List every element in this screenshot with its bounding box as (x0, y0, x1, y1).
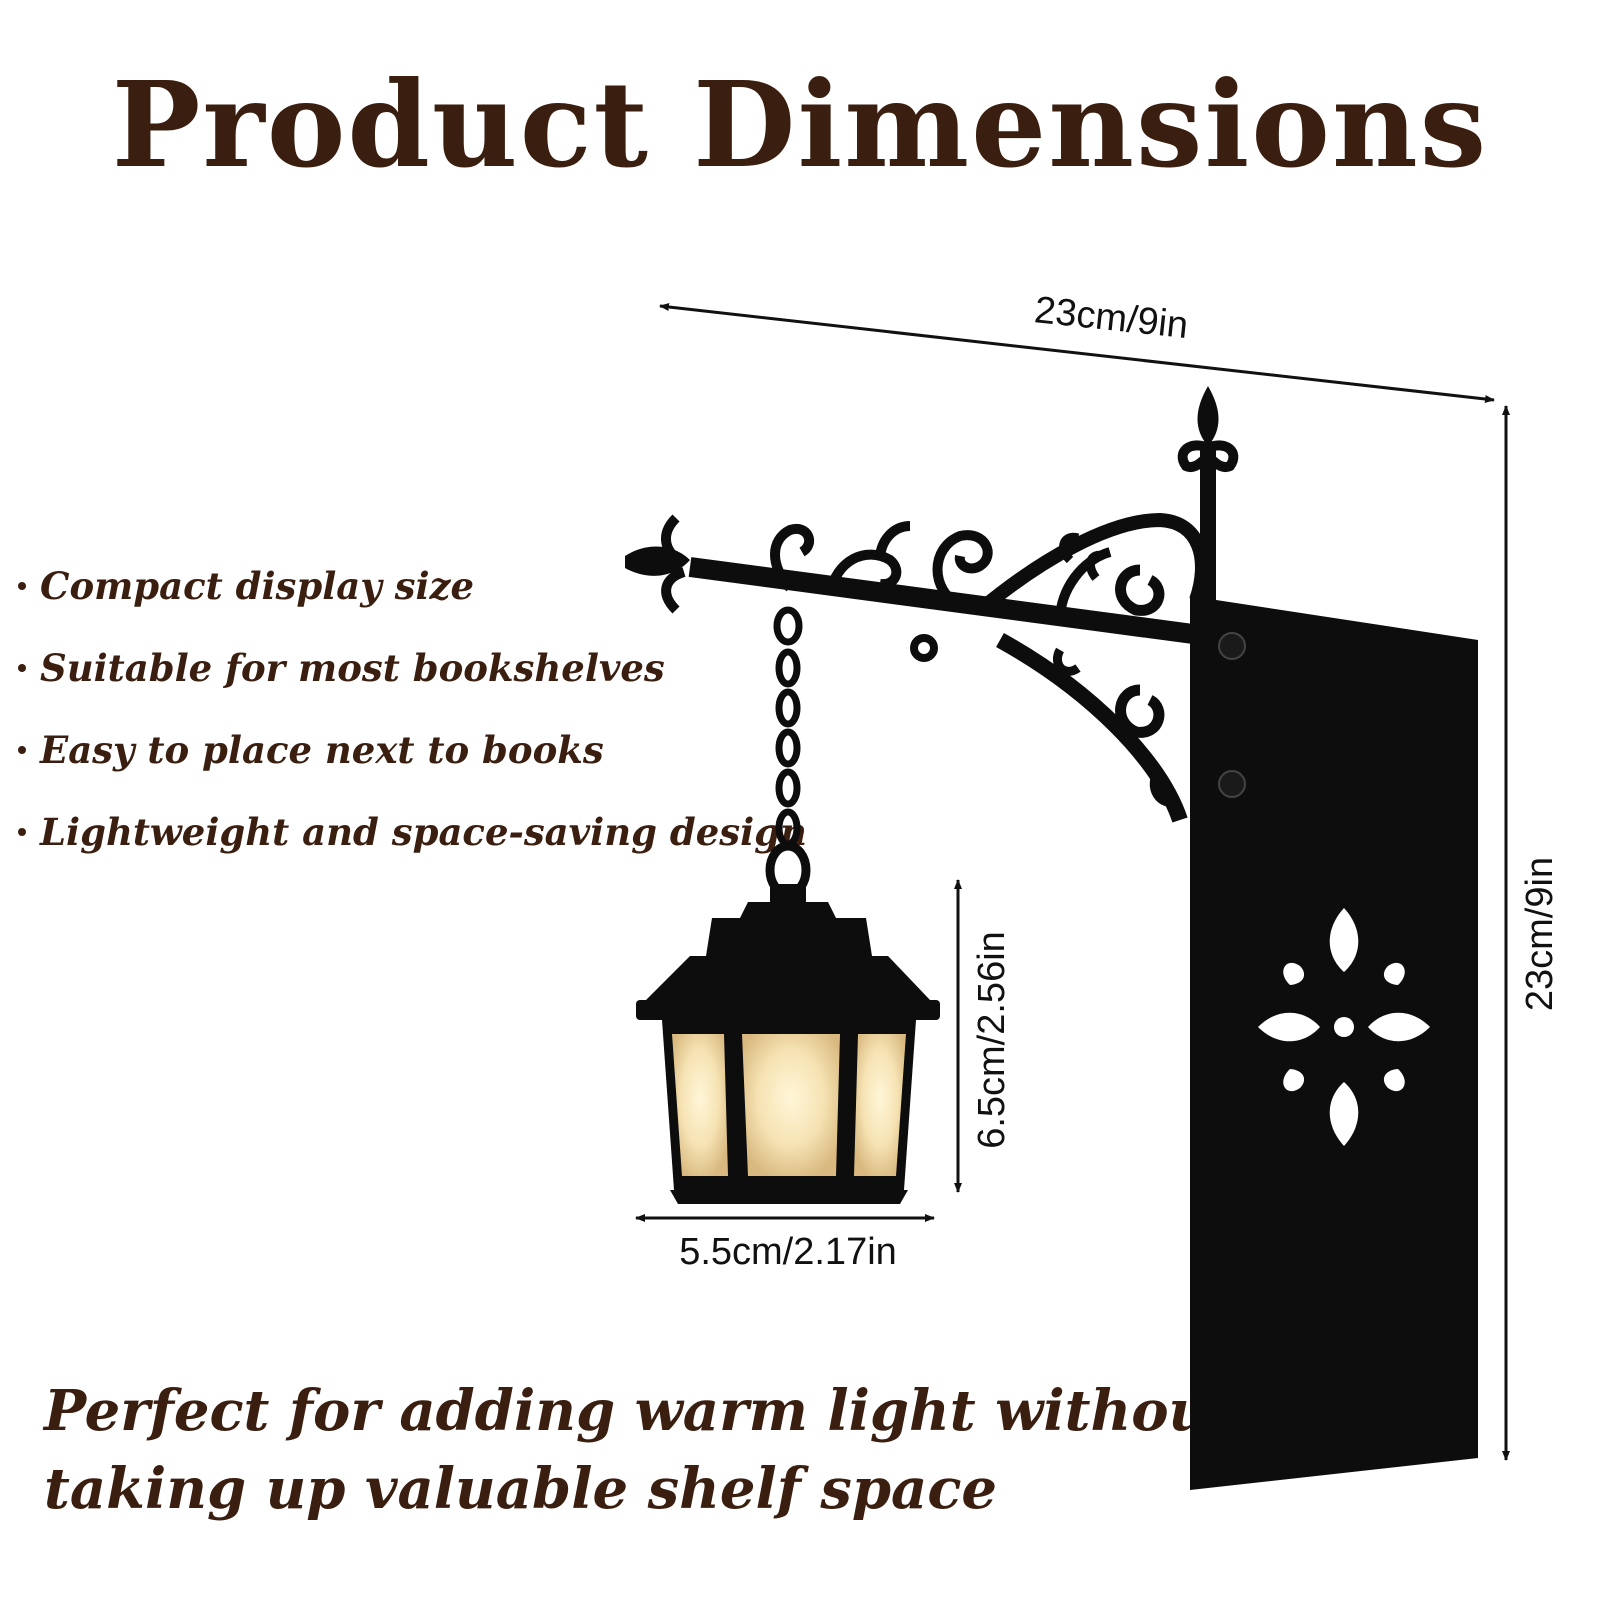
lantern-height-label: 6.5cm/2.56in (971, 931, 1013, 1149)
feature-label: Lightweight and space-saving design (40, 810, 807, 854)
width-dimension-label: 23cm/9in (1032, 289, 1190, 347)
lantern (636, 884, 940, 1204)
feature-label: Easy to place next to books (40, 728, 604, 772)
bullet-icon (18, 581, 26, 590)
lantern-width-label: 5.5cm/2.17in (679, 1231, 897, 1273)
height-dimension-label: 23cm/9in (1519, 857, 1561, 1011)
feature-item: Easy to place next to books (18, 724, 807, 806)
feature-item: Compact display size (18, 560, 807, 642)
scroll-bracket (625, 386, 1246, 823)
tagline-line-2: taking up valuable shelf space (44, 1456, 998, 1522)
page-title: Product Dimensions (111, 55, 1489, 194)
bullet-icon (18, 745, 26, 754)
wall-plate (1190, 596, 1478, 1490)
lantern-width-dimension: 5.5cm/2.17in (635, 1214, 935, 1273)
tagline: Perfect for adding warm light without ta… (44, 1372, 1236, 1528)
width-dimension: 23cm/9in (659, 289, 1495, 403)
bullet-icon (18, 663, 26, 672)
feature-label: Compact display size (40, 564, 475, 608)
lantern-height-dimension: 6.5cm/2.56in (954, 879, 1013, 1193)
tagline-line-1: Perfect for adding warm light without (44, 1378, 1236, 1444)
lantern-chain (765, 606, 811, 899)
bullet-icon (18, 827, 26, 836)
height-dimension: 23cm/9in (1502, 405, 1561, 1461)
fleur-cutout-icon (1258, 908, 1430, 1146)
feature-item: Suitable for most bookshelves (18, 642, 807, 724)
feature-list: Compact display size Suitable for most b… (18, 560, 807, 888)
feature-item: Lightweight and space-saving design (18, 806, 807, 888)
feature-label: Suitable for most bookshelves (40, 646, 665, 690)
